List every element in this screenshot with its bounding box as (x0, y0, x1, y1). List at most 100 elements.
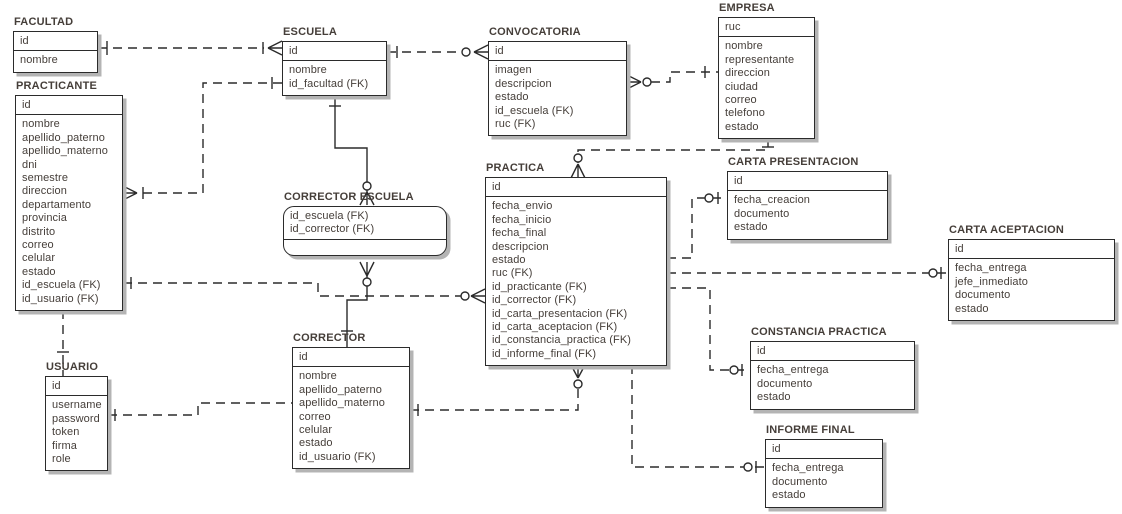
pk-row: id (299, 351, 308, 363)
rel-convocatoria-empresa (626, 66, 718, 90)
pk-row: id (20, 35, 29, 47)
pk-row: id (734, 175, 743, 187)
empty-section (284, 240, 446, 255)
attr-row: id_informe_final (FK) (492, 347, 597, 360)
entity-title: ESCUELA (283, 26, 337, 38)
rel-corrector-corrector-escuela (341, 261, 375, 348)
rel-practica-carta-presentacion (667, 192, 727, 259)
attr-row: apellido_materno (22, 145, 108, 158)
entity-title: CONVOCATORIA (489, 26, 581, 38)
attr-row: descripcion (492, 240, 549, 253)
entity-title: CARTA ACEPTACION (949, 224, 1065, 236)
attr-row: documento (734, 207, 790, 220)
entity-facultad: FACULTAD id nombre (13, 16, 98, 73)
rel-corrector-practica (410, 364, 586, 416)
attr-row: estado (495, 91, 529, 104)
attr-row: documento (757, 377, 813, 390)
attr-row: estado (725, 120, 759, 133)
attr-row: id_corrector (FK) (492, 294, 577, 307)
attr-row: ruc (FK) (492, 267, 533, 280)
attr-row: ciudad (725, 80, 759, 93)
rel-practicante-practica (123, 277, 486, 304)
attr-row: fecha_inicio (492, 213, 552, 226)
pk-row: id_escuela (FK) (290, 210, 369, 222)
attr-row: apellido_paterno (299, 383, 382, 396)
attr-row: estado (772, 489, 806, 502)
entity-box: id_escuela (FK)id_corrector (FK) (283, 206, 447, 256)
attr-row: nombre (20, 54, 58, 67)
attr-row: id_facultad (FK) (289, 77, 369, 90)
attr-row: id_usuario (FK) (299, 450, 376, 463)
attr-row: documento (955, 289, 1011, 302)
attr-row: estado (299, 437, 333, 450)
attr-row: representante (725, 53, 795, 66)
attr-row: estado (955, 302, 989, 315)
pk-row: id (492, 181, 501, 193)
rel-empresa-practica (570, 138, 774, 179)
attr-row: semestre (22, 172, 69, 185)
attr-row: provincia (22, 212, 67, 225)
attr-row: id_usuario (FK) (22, 292, 99, 305)
rel-practica-informe-final (631, 365, 765, 473)
entity-title: CARTA PRESENTACION (728, 156, 859, 168)
attr-row: estado (492, 254, 526, 267)
attr-row: dni (22, 158, 37, 171)
attr-row: documento (772, 475, 828, 488)
attr-row: nombre (22, 118, 60, 131)
entity-box: id nombre (13, 31, 98, 73)
entity-title: PRACTICA (486, 162, 545, 174)
entity-title: FACULTAD (14, 16, 74, 28)
pk-row: id (772, 443, 781, 455)
attr-row: firma (52, 439, 77, 452)
attr-row: distrito (22, 225, 56, 238)
attr-row: fecha_entrega (757, 364, 829, 377)
pk-row: id_corrector (FK) (290, 223, 375, 236)
attr-row: id_carta_aceptacion (FK) (492, 321, 618, 334)
attr-row: nombre (725, 40, 763, 53)
attr-row: telefono (725, 107, 765, 120)
rel-usuario-corrector (108, 402, 292, 421)
attr-row: fecha_envio (492, 200, 553, 213)
attr-row: direccion (22, 185, 67, 198)
attr-row: nombre (289, 64, 327, 77)
attr-row: id_carta_presentacion (FK) (492, 307, 628, 320)
attr-row: direccion (725, 67, 770, 80)
attr-row: id_practicante (FK) (492, 280, 587, 293)
rel-practicante-escuela (122, 77, 282, 201)
rel-escuela-corrector-escuela (329, 95, 375, 206)
attr-row: fecha_creacion (734, 194, 811, 207)
attr-row: ruc (FK) (495, 118, 536, 131)
entity-title: EMPRESA (719, 2, 775, 14)
attr-row: celular (299, 424, 333, 437)
entity-corrector-escuela: CORRECTOR ESCUELA id_escuela (FK)id_corr… (283, 191, 447, 256)
pk-row: ruc (725, 21, 741, 33)
entity-title: INFORME FINAL (766, 424, 855, 436)
pk-row: id (22, 99, 31, 111)
attr-row: imagen (495, 64, 532, 77)
attr-row: role (52, 453, 71, 466)
attr-row: jefe_inmediato (955, 275, 1028, 288)
attr-row: id_escuela (FK) (22, 279, 101, 292)
pk-row: id (289, 45, 298, 57)
attr-row: correo (22, 239, 54, 252)
attr-row: fecha_final (492, 227, 547, 240)
attr-row: departamento (22, 198, 92, 211)
pk-row: id (955, 243, 964, 255)
attr-row: fecha_entrega (955, 262, 1027, 275)
attr-row: correo (725, 94, 757, 107)
